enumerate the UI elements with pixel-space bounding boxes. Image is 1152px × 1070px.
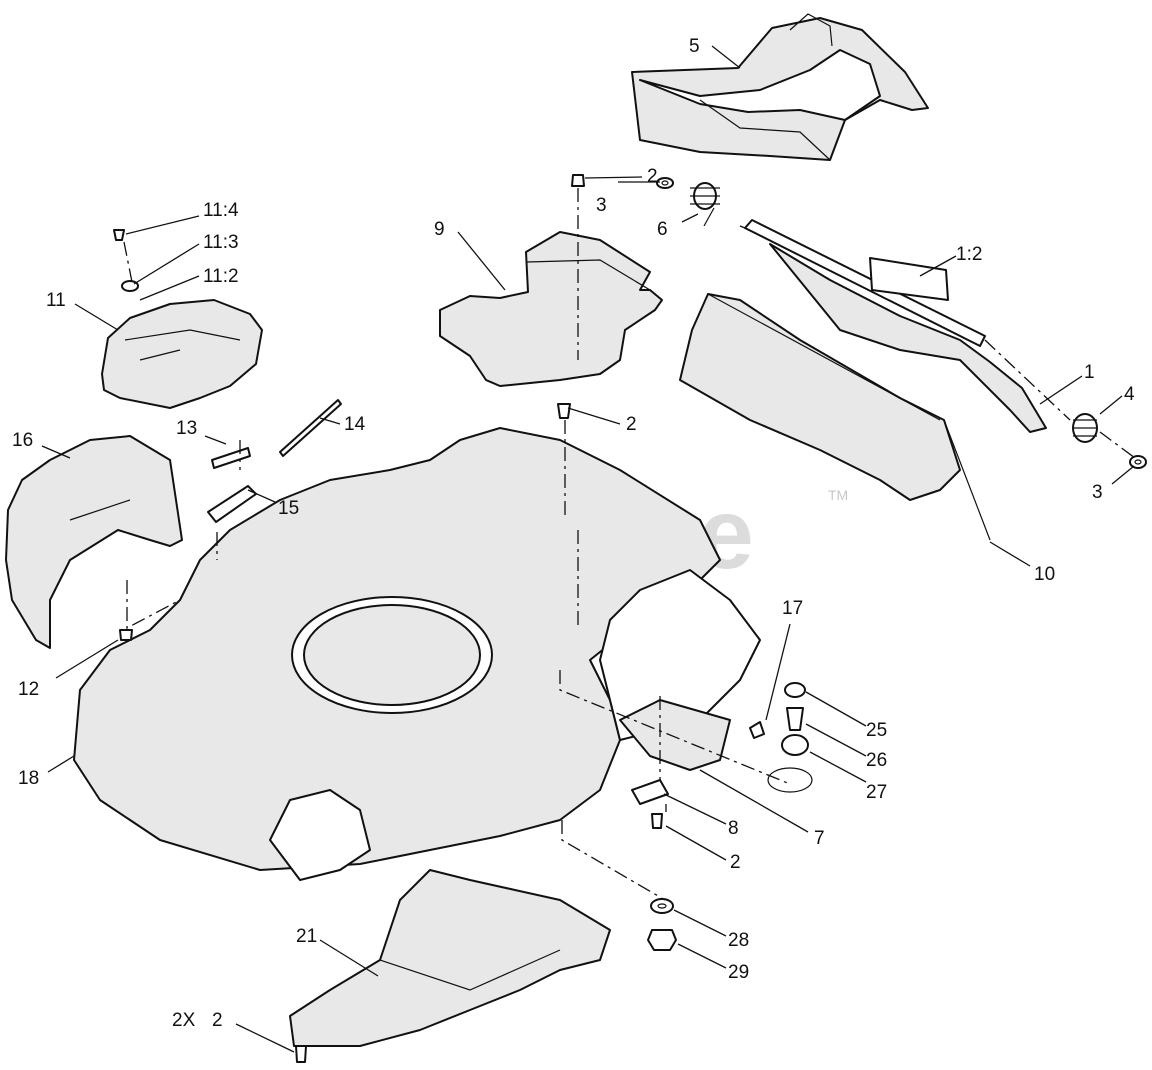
- callout-27[interactable]: 27: [866, 782, 887, 803]
- part-16-side-cover[interactable]: [5, 435, 183, 649]
- callout-2x[interactable]: 2X: [172, 1010, 196, 1031]
- callout-21[interactable]: 21: [296, 926, 317, 947]
- part-4-spring[interactable]: [1072, 413, 1098, 443]
- callout-18[interactable]: 18: [18, 768, 39, 789]
- part-12-screw[interactable]: [119, 629, 133, 641]
- callout-11-4[interactable]: 11:4: [203, 200, 239, 221]
- callout-25[interactable]: 25: [866, 720, 887, 741]
- callout-9[interactable]: 9: [434, 219, 445, 240]
- part-3-washer-top[interactable]: [656, 177, 674, 189]
- part-26-bushing[interactable]: [786, 707, 804, 731]
- part-28-washer[interactable]: [650, 898, 674, 914]
- assembly-lines: [123, 188, 1136, 901]
- callout-13[interactable]: 13: [176, 418, 197, 439]
- callout-29[interactable]: 29: [728, 962, 749, 983]
- callout-4[interactable]: 4: [1124, 384, 1135, 405]
- part-10-rear-shield[interactable]: [679, 293, 991, 541]
- part-29-nut[interactable]: [647, 929, 677, 951]
- part-18-deck[interactable]: [73, 427, 761, 881]
- part-2-screw-mid[interactable]: [557, 403, 571, 419]
- callout-labels: 5 2 3 6 1:2 9 11:4 11:3 11:2 11 1 4 3 2 …: [12, 36, 1135, 1031]
- part-11-4-screw[interactable]: [113, 229, 125, 241]
- callout-2c[interactable]: 2: [730, 852, 741, 873]
- part-25-washer[interactable]: [784, 682, 806, 698]
- part-9-plate[interactable]: [439, 231, 663, 387]
- part-2-screw-lower[interactable]: [651, 813, 663, 829]
- part-17-screw[interactable]: [749, 721, 765, 739]
- callout-6[interactable]: 6: [657, 219, 668, 240]
- part-2-bolt-top[interactable]: [571, 174, 585, 187]
- callout-14[interactable]: 14: [344, 414, 366, 435]
- part-14-rod[interactable]: [279, 399, 342, 457]
- part-5-rear-cover[interactable]: [631, 13, 929, 161]
- callout-11[interactable]: 11: [46, 290, 66, 311]
- watermark-trademark: TM: [828, 487, 848, 503]
- callout-1[interactable]: 1: [1084, 362, 1095, 383]
- callout-28[interactable]: 28: [728, 930, 749, 951]
- callout-2b[interactable]: 2: [626, 414, 637, 435]
- part-1-pivot-rod[interactable]: [744, 219, 1047, 433]
- callout-11-2[interactable]: 11:2: [203, 266, 239, 287]
- callout-2[interactable]: 2: [647, 166, 658, 187]
- callout-3[interactable]: 3: [596, 195, 607, 216]
- callout-12[interactable]: 12: [18, 679, 39, 700]
- callout-17[interactable]: 17: [782, 598, 803, 619]
- callout-10[interactable]: 10: [1034, 564, 1055, 585]
- callout-5[interactable]: 5: [689, 36, 700, 57]
- part-27-knob[interactable]: [767, 734, 813, 793]
- part-2-screw-bottom[interactable]: [295, 1045, 307, 1063]
- part-3-washer-right[interactable]: [1129, 455, 1147, 469]
- leader-lines: [41, 45, 1135, 1053]
- part-21-skirt[interactable]: [289, 869, 611, 1047]
- callout-26[interactable]: 26: [866, 750, 887, 771]
- part-1-2-decal[interactable]: [869, 257, 949, 301]
- part-6-spring[interactable]: [690, 182, 720, 227]
- callout-1-2[interactable]: 1:2: [956, 244, 982, 265]
- callout-11-3[interactable]: 11:3: [203, 232, 239, 253]
- part-8-bracket[interactable]: [631, 779, 669, 805]
- callout-8[interactable]: 8: [728, 818, 739, 839]
- callout-15[interactable]: 15: [278, 498, 299, 519]
- part-13-spring[interactable]: [211, 447, 251, 469]
- part-11-bracket[interactable]: [101, 299, 263, 409]
- callout-3b[interactable]: 3: [1092, 482, 1103, 503]
- callout-16[interactable]: 16: [12, 430, 33, 451]
- part-15-clip[interactable]: [207, 485, 257, 523]
- callout-7[interactable]: 7: [814, 828, 825, 849]
- callout-2d[interactable]: 2: [212, 1010, 223, 1031]
